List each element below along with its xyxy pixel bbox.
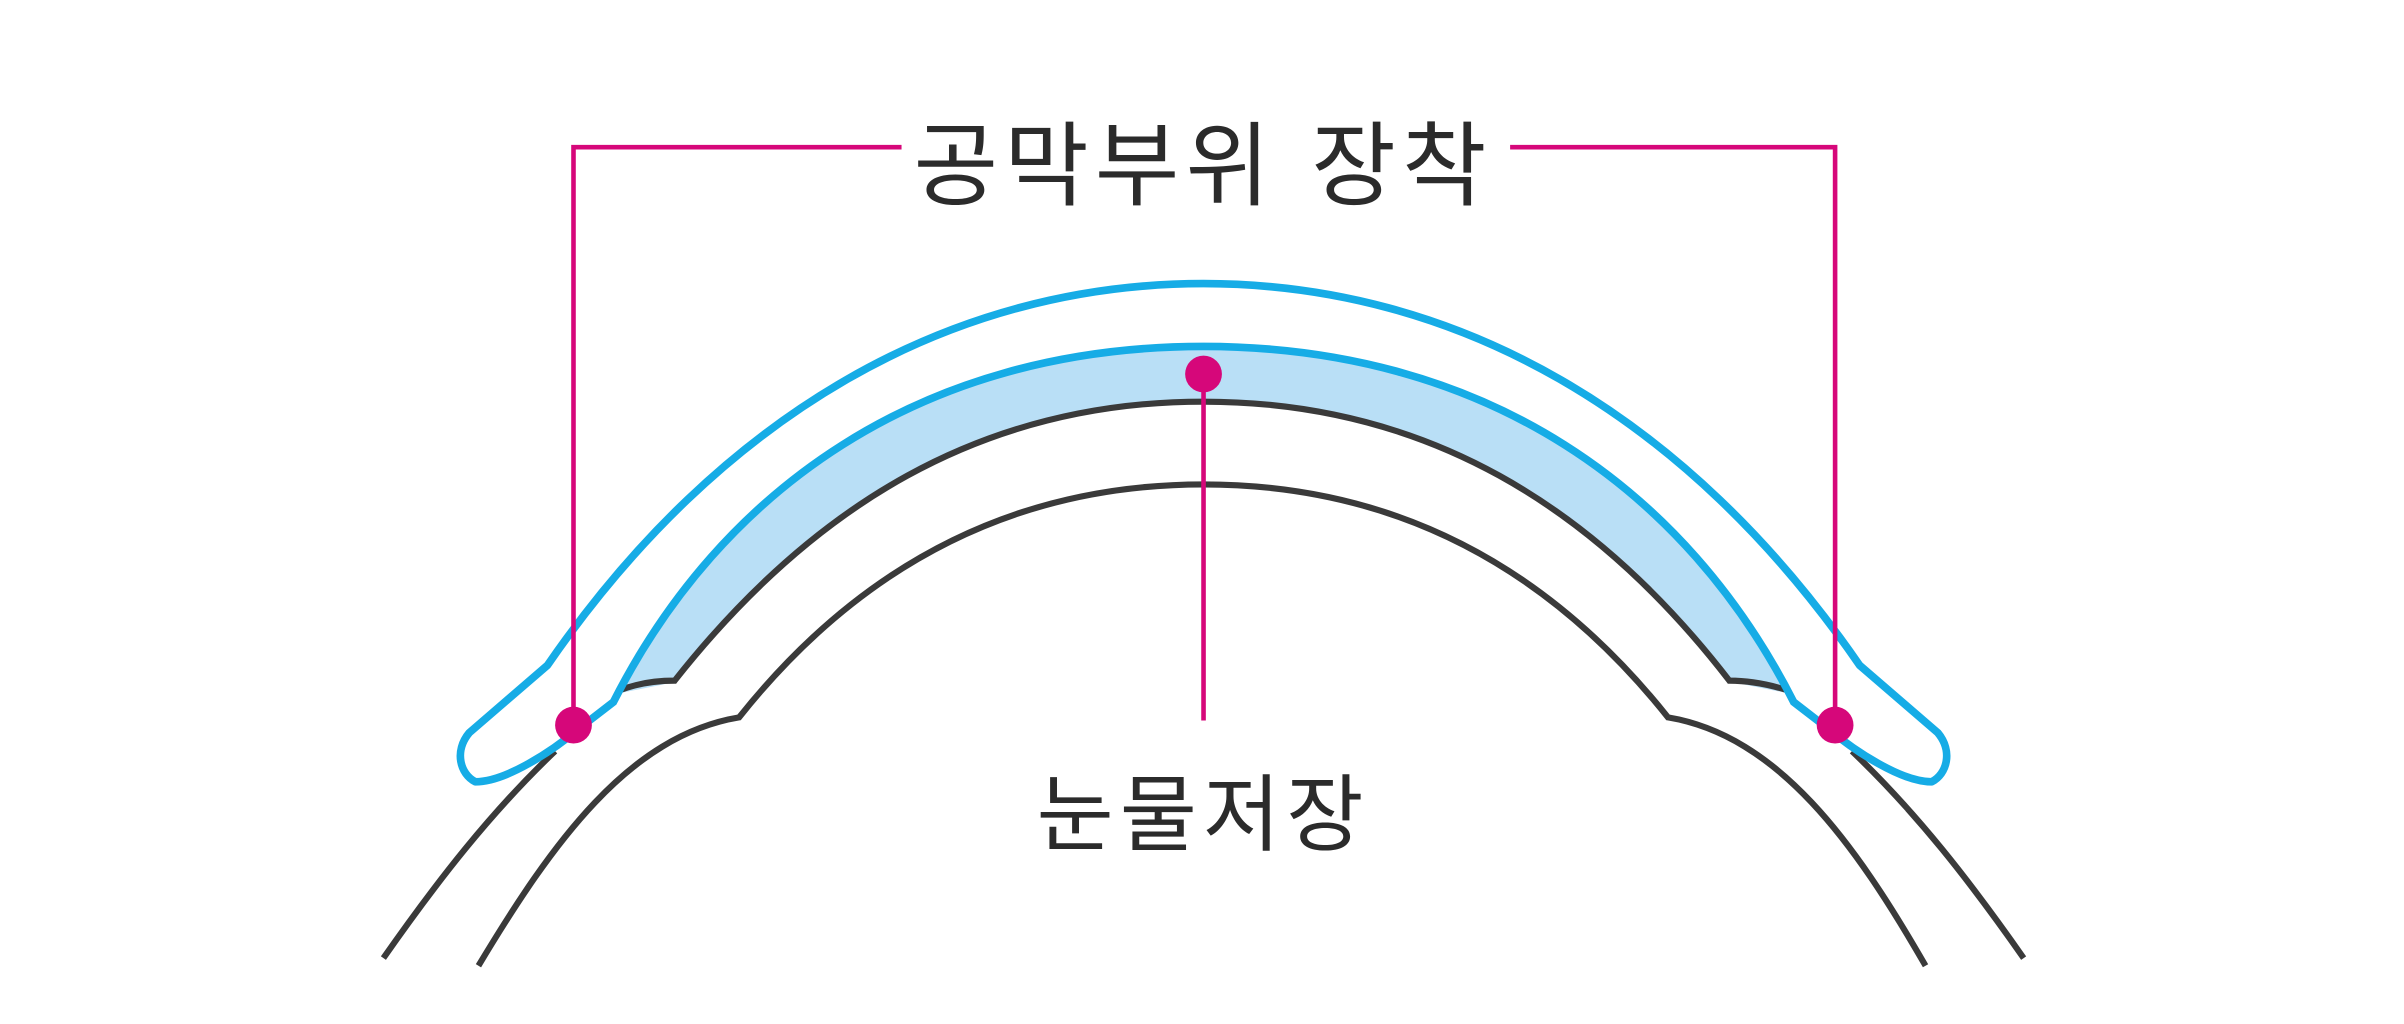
tear-reservoir-label: 눈물저장 — [1036, 766, 1370, 864]
lens-inner-surface — [577, 342, 1830, 732]
pointer-dot-left — [555, 706, 592, 744]
pointer-dot-right — [1816, 706, 1854, 744]
pointer-dot-center — [1185, 355, 1222, 393]
lens-outer-surface — [456, 279, 1951, 786]
sclera-left — [380, 748, 558, 960]
pointer-line-left — [571, 144, 902, 726]
sclera-right — [1849, 748, 2027, 960]
pointer-line-right — [1510, 144, 1838, 726]
scleral-fitting-label: 공막부위 장착 — [913, 113, 1493, 220]
tear-reservoir-fill — [613, 346, 1794, 695]
